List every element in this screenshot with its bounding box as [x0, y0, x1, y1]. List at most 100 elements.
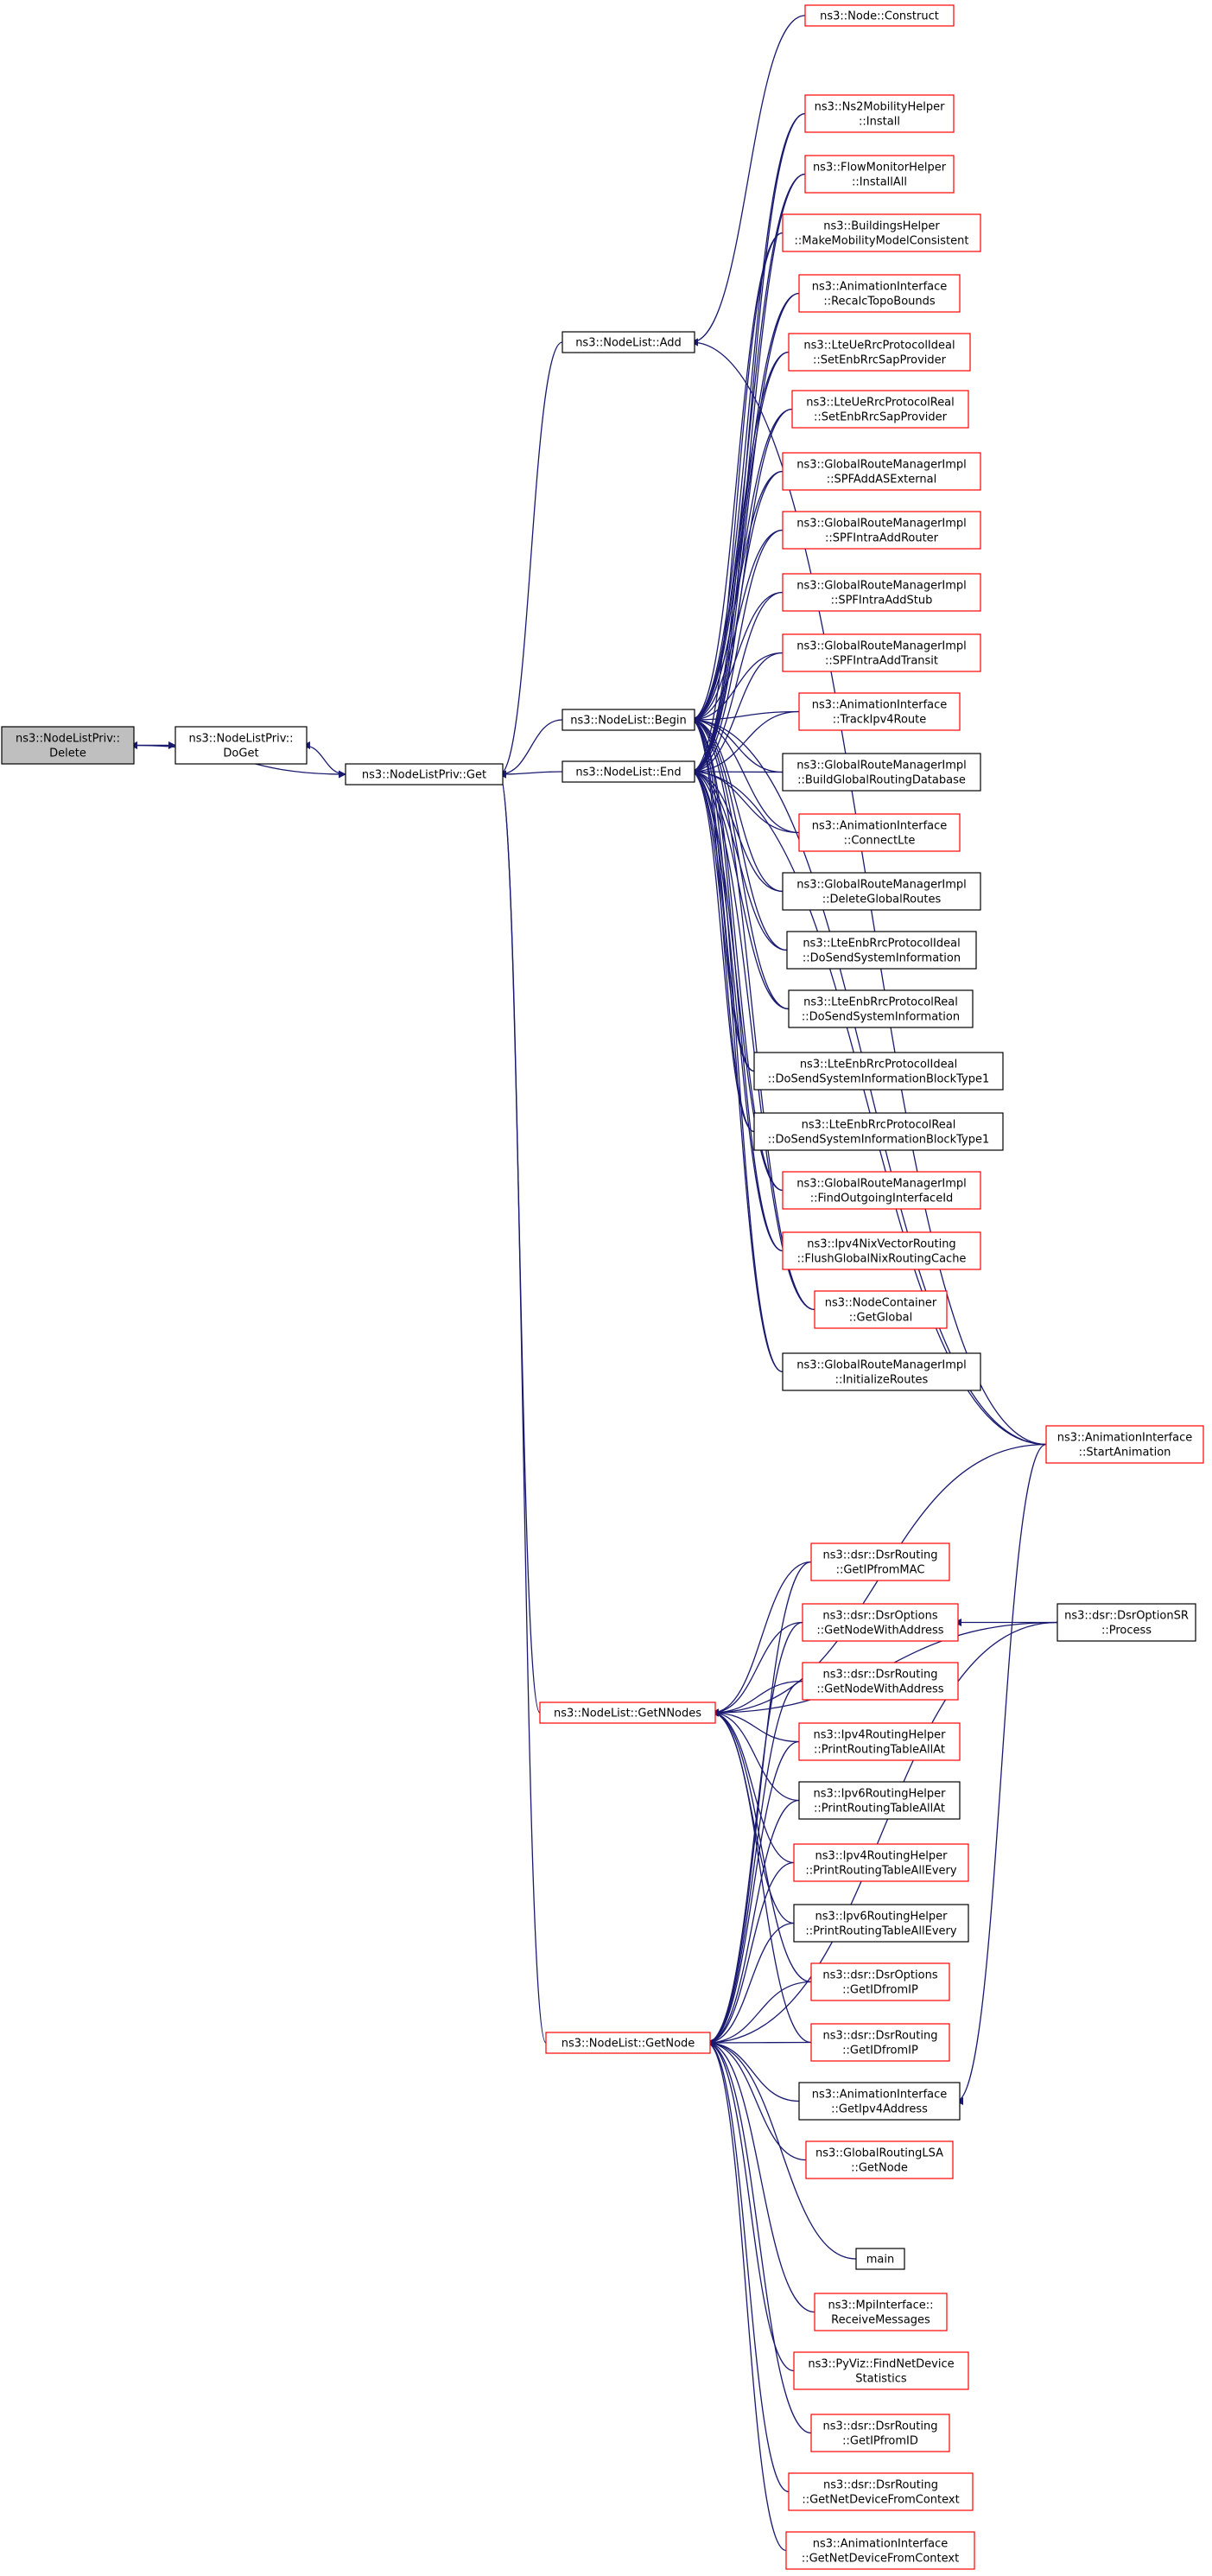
node-routgetid[interactable]: ns3::dsr::DsrRouting::GetIDfromIP [810, 2023, 950, 2062]
node-box-getipfromid [810, 2414, 950, 2452]
node-box-dsrnetdev [788, 2472, 974, 2511]
node-label-ns2install-line-0: ns3::Ns2MobilityHelper [815, 101, 945, 114]
node-label-spfext-line-1: ::SPFAddASExternal [827, 474, 936, 487]
node-startanim[interactable]: ns3::AnimationInterface::StartAnimation [1045, 1425, 1204, 1464]
node-label-getipfrommac-line-1: ::GetIPfromMAC [836, 1564, 925, 1577]
node-label-ipv6printevery-line-1: ::PrintRoutingTableAllEvery [805, 1925, 956, 1938]
node-label-dsrnetdev-line-1: ::GetNetDeviceFromContext [802, 2494, 959, 2507]
node-label-routgetnode-line-1: ::GetNodeWithAddress [816, 1683, 943, 1696]
node-box-ipv4printevery [793, 1843, 969, 1882]
call-edge-deleteglobal-to-end [690, 767, 784, 893]
node-main: main [855, 2248, 905, 2270]
node-label-spfstub-line-0: ns3::GlobalRouteManagerImpl [796, 580, 967, 593]
call-edge-enbideal-to-end [690, 767, 788, 951]
call-edge-ipv6printat-to-getnnodes [711, 1708, 800, 1802]
call-edge-construct-to-add [690, 15, 806, 347]
node-getnnodes[interactable]: ns3::NodeList::GetNNodes [539, 1701, 716, 1724]
node-optgetid[interactable]: ns3::dsr::DsrOptions::GetIDfromIP [810, 1962, 950, 2001]
call-edge-ipv4printat-to-getnnodes [711, 1708, 800, 1743]
node-spfext[interactable]: ns3::GlobalRouteManagerImpl::SPFAddASExt… [782, 452, 981, 491]
node-box-lsagetnode [805, 2140, 954, 2179]
call-edge-ipv6printevery-to-getnode [706, 1922, 795, 2047]
node-spftransit[interactable]: ns3::GlobalRouteManagerImpl::SPFIntraAdd… [782, 633, 981, 672]
node-label-doget-line-1: DoGet [223, 747, 258, 760]
call-edge-ipv4printat-to-getnode [706, 1740, 800, 2047]
node-dsrnetdev[interactable]: ns3::dsr::DsrRouting::GetNetDeviceFromCo… [788, 2472, 974, 2511]
node-box-optgetnode [802, 1603, 959, 1642]
node-routgetnode[interactable]: ns3::dsr::DsrRouting::GetNodeWithAddress [802, 1662, 959, 1701]
node-label-flowinstall-line-0: ns3::FlowMonitorHelper [813, 162, 947, 175]
node-box-findout [782, 1171, 981, 1210]
call-edge-lsagetnode-to-getnode [706, 2039, 807, 2161]
node-lsagetnode[interactable]: ns3::GlobalRoutingLSA::GetNode [805, 2140, 954, 2179]
call-edge-enbideal-to-begin [690, 716, 788, 951]
call-edge-spftransit-to-begin [690, 652, 784, 724]
node-label-ipv4printat-line-0: ns3::Ipv4RoutingHelper [814, 1729, 947, 1742]
node-box-flowinstall [804, 155, 955, 194]
node-uereal[interactable]: ns3::LteUeRrcProtocolReal::SetEnbRrcSapP… [791, 390, 969, 429]
node-spfrouter[interactable]: ns3::GlobalRouteManagerImpl::SPFIntraAdd… [782, 511, 981, 550]
node-ipv4printevery[interactable]: ns3::Ipv4RoutingHelper::PrintRoutingTabl… [793, 1843, 969, 1882]
node-box-getipfrommac [810, 1542, 950, 1581]
node-box-enbreal [788, 989, 974, 1028]
node-recalc[interactable]: ns3::AnimationInterface::RecalcTopoBound… [798, 274, 961, 313]
call-edge-end-to-get [498, 770, 563, 779]
call-edge-ipv4printevery-to-getnnodes [711, 1708, 795, 1864]
node-flushnix[interactable]: ns3::Ipv4NixVectorRouting::FlushGlobalNi… [782, 1231, 981, 1270]
node-mpirecv[interactable]: ns3::MpiInterface::ReceiveMessages [814, 2293, 948, 2331]
node-label-begin-line-0: ns3::NodeList::Begin [570, 715, 686, 728]
node-buildings[interactable]: ns3::BuildingsHelper::MakeMobilityModelC… [782, 213, 981, 252]
node-box-trackipv4 [798, 692, 961, 731]
node-construct[interactable]: ns3::Node::Construct [804, 4, 955, 27]
node-label-pyviz-line-1: Statistics [855, 2373, 907, 2386]
node-label-getipfromid-line-1: ::GetIPfromID [842, 2435, 918, 2448]
node-getipfromid[interactable]: ns3::dsr::DsrRouting::GetIPfromID [810, 2414, 950, 2452]
node-box-add [562, 331, 695, 353]
call-edge-spfext-to-begin [690, 470, 784, 724]
node-box-deleteglobal [782, 872, 981, 911]
node-spfstub[interactable]: ns3::GlobalRouteManagerImpl::SPFIntraAdd… [782, 573, 981, 612]
node-ueideal[interactable]: ns3::LteUeRrcProtocolIdeal::SetEnbRrcSap… [788, 333, 971, 372]
node-deleteglobal: ns3::GlobalRouteManagerImpl::DeleteGloba… [782, 872, 981, 911]
call-edge-optgetid-to-getnnodes [711, 1708, 812, 1983]
call-edge-startanim-to-getipv4addr [955, 1443, 1047, 2105]
call-edge-ipv6printat-to-getnode [706, 1799, 800, 2047]
node-box-uereal [791, 390, 969, 429]
node-ipv6printat: ns3::Ipv6RoutingHelper::PrintRoutingTabl… [798, 1781, 961, 1820]
node-label-findout-line-0: ns3::GlobalRouteManagerImpl [796, 1178, 967, 1191]
node-ipv4printat[interactable]: ns3::Ipv4RoutingHelper::PrintRoutingTabl… [798, 1722, 961, 1761]
node-trackipv4[interactable]: ns3::AnimationInterface::TrackIpv4Route [798, 692, 961, 731]
node-label-ipv4printevery-line-0: ns3::Ipv4RoutingHelper [815, 1850, 949, 1863]
node-getnode[interactable]: ns3::NodeList::GetNode [545, 2032, 711, 2054]
node-getipfrommac[interactable]: ns3::dsr::DsrRouting::GetIPfromMAC [810, 1542, 950, 1581]
node-connectlte[interactable]: ns3::AnimationInterface::ConnectLte [798, 813, 961, 852]
node-nodecontainer[interactable]: ns3::NodeContainer::GetGlobal [814, 1290, 948, 1329]
call-edge-findout-to-end [690, 767, 784, 1192]
node-findout[interactable]: ns3::GlobalRouteManagerImpl::FindOutgoin… [782, 1171, 981, 1210]
node-animnetdev[interactable]: ns3::AnimationInterface::GetNetDeviceFro… [785, 2531, 975, 2570]
node-flowinstall[interactable]: ns3::FlowMonitorHelper::InstallAll [804, 155, 955, 194]
node-label-mpirecv-line-0: ns3::MpiInterface:: [828, 2299, 933, 2312]
node-box-ipv6printevery [793, 1904, 969, 1943]
call-edge-optgetnode-to-getnnodes [711, 1621, 803, 1717]
node-ns2install[interactable]: ns3::Ns2MobilityHelper::Install [804, 94, 955, 133]
node-box-dsroptionsr [1057, 1603, 1196, 1642]
call-edge-trackipv4-to-end [690, 710, 800, 776]
node-label-deleteglobal-line-0: ns3::GlobalRouteManagerImpl [796, 879, 967, 892]
node-label-getipfromid-line-0: ns3::dsr::DsrRouting [823, 2420, 938, 2433]
node-label-optgetid-line-1: ::GetIDfromIP [842, 1984, 918, 1997]
node-box-routgetid [810, 2023, 950, 2062]
node-optgetnode[interactable]: ns3::dsr::DsrOptions::GetNodeWithAddress [802, 1603, 959, 1642]
node-box-delete [1, 726, 135, 765]
node-label-flushnix-line-1: ::FlushGlobalNixRoutingCache [797, 1253, 967, 1266]
node-box-getnnodes [539, 1701, 716, 1724]
node-getipv4addr: ns3::AnimationInterface::GetIpv4Address [798, 2082, 961, 2121]
call-edge-buildglobal-to-end [690, 767, 784, 776]
node-label-recalc-line-1: ::RecalcTopoBounds [823, 296, 936, 308]
node-label-spfstub-line-1: ::SPFIntraAddStub [831, 595, 933, 607]
node-layer: ns3::NodeListPriv::Deletens3::NodeListPr… [1, 4, 1204, 2570]
node-box-enbrealbt1 [753, 1112, 1004, 1151]
node-label-ipv6printat-line-1: ::PrintRoutingTableAllAt [814, 1803, 945, 1816]
